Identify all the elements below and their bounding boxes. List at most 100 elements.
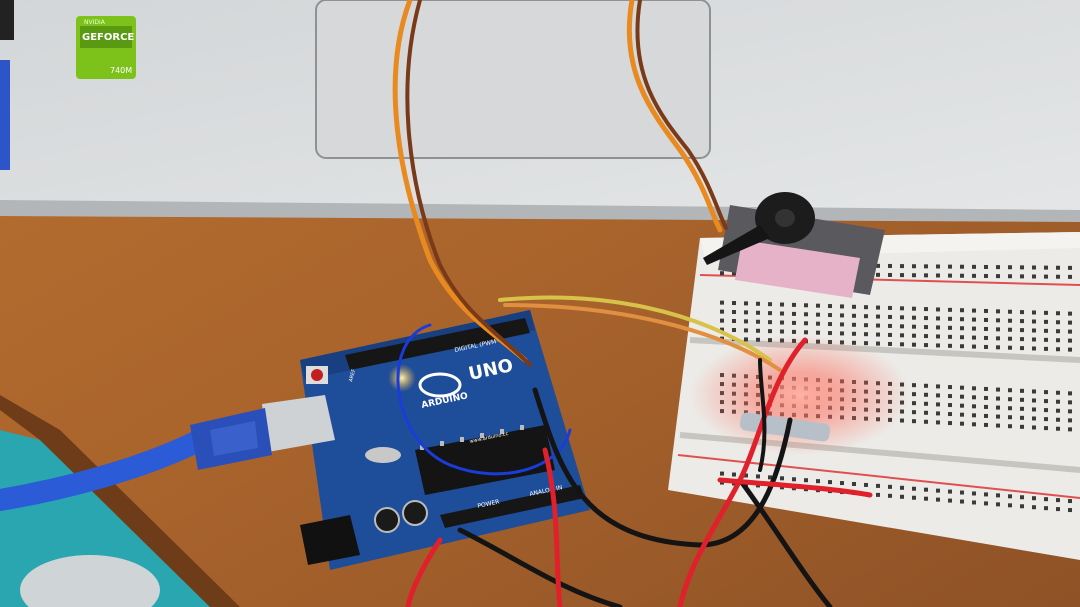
breadboard-hole [768,311,772,316]
breadboard-hole [1020,397,1024,402]
breadboard-hole [960,403,964,408]
breadboard-hole [1056,329,1060,334]
breadboard-hole [948,498,952,503]
breadboard-hole [1032,274,1036,279]
breadboard-hole [924,264,928,269]
breadboard-hole [912,324,916,329]
breadboard-hole [888,323,892,328]
breadboard-hole [1008,494,1012,499]
breadboard-hole [996,396,1000,401]
breadboard-hole [972,273,976,278]
breadboard-hole [720,300,724,305]
breadboard-hole [1068,427,1072,432]
capacitor-1 [374,507,400,533]
breadboard-hole [864,341,868,346]
breadboard-hole [1020,274,1024,279]
breadboard-hole [972,395,976,400]
breadboard-hole [936,334,940,339]
breadboard-hole [852,482,856,486]
breadboard-hole [924,325,928,330]
breadboard-hole [912,383,916,388]
wire-black-1 [532,387,793,548]
breadboard-hole [924,419,928,424]
breadboard-hole [1044,274,1048,279]
breadboard-hole [948,343,952,348]
breadboard-hole [1032,389,1036,394]
breadboard-hole [912,495,916,500]
breadboard-hole [996,265,1000,270]
wire-orange-to-breadboard [503,303,782,372]
breadboard-hole [888,272,892,277]
breadboard-hole [900,342,904,347]
breadboard-hole [1032,398,1036,403]
breadboard-hole [948,307,952,312]
breadboard-hole [840,322,844,327]
breadboard-hole [1020,319,1024,324]
breadboard-hole [852,322,856,327]
breadboard-hole [1044,417,1048,422]
breadboard-hole [1044,390,1048,395]
breadboard-hole [960,317,964,322]
breadboard-hole [960,308,964,313]
breadboard-hole [1056,347,1060,352]
breadboard-hole [732,319,736,324]
breadboard-hole [768,302,772,307]
servo-wire-orange-2 [626,0,723,233]
breadboard-hole [876,341,880,346]
breadboard-hole [888,484,892,489]
breadboard-hole [912,410,916,415]
aref-label: AREF [348,368,357,382]
usb-port [262,395,335,452]
sticker-brand: GEFORCE [82,32,134,43]
breadboard-hole [1032,505,1036,510]
breadboard-hole [864,314,868,319]
breadboard-hole [984,422,988,427]
breadboard-hole [984,404,988,409]
breadboard-hole [816,479,820,484]
breadboard-hole [1056,320,1060,325]
breadboard-hole [972,326,976,331]
breadboard-hole [1044,399,1048,404]
breadboard-hole [972,335,976,340]
breadboard-hole [984,344,988,349]
breadboard-hole [912,273,916,278]
breadboard-hole [1008,336,1012,341]
servo-signal-wire-orange [392,0,528,363]
breadboard-hole [804,321,808,326]
breadboard-hole [864,332,868,337]
breadboard-hole [1068,329,1072,334]
breadboard-hole [900,485,904,490]
breadboard-hole [1008,265,1012,270]
breadboard-hole [792,329,796,334]
breadboard-hole [936,316,940,321]
breadboard-hole [1056,408,1060,413]
wire-red-2 [405,537,443,607]
breadboard-hole [996,414,1000,419]
breadboard-hole [1056,338,1060,343]
wire-black-2 [457,527,623,607]
power-jack [300,515,360,565]
breadboard-hole [720,327,724,332]
breadboard-hole [1056,274,1060,279]
atmega-chip [415,425,555,495]
breadboard-hole [1020,415,1024,420]
board-led [388,364,416,392]
breadboard-hole [1044,310,1048,315]
breadboard-hole [1044,265,1048,270]
breadboard-hole [1032,407,1036,412]
breadboard-hole [768,329,772,334]
breadboard-hole [996,318,1000,323]
breadboard-hole [780,329,784,334]
breadboard-hole [1068,265,1072,270]
breadboard-hole [1056,265,1060,270]
breadboard-hole [972,317,976,322]
breadboard-hole [816,303,820,308]
sticker-brand-small: NVIDIA [84,19,106,26]
breadboard-hole [948,316,952,321]
breadboard-hole [972,344,976,349]
breadboard-hole [1056,498,1060,503]
breadboard-hole [876,323,880,328]
breadboard-hole [984,492,988,497]
breadboard-hole [792,477,796,482]
